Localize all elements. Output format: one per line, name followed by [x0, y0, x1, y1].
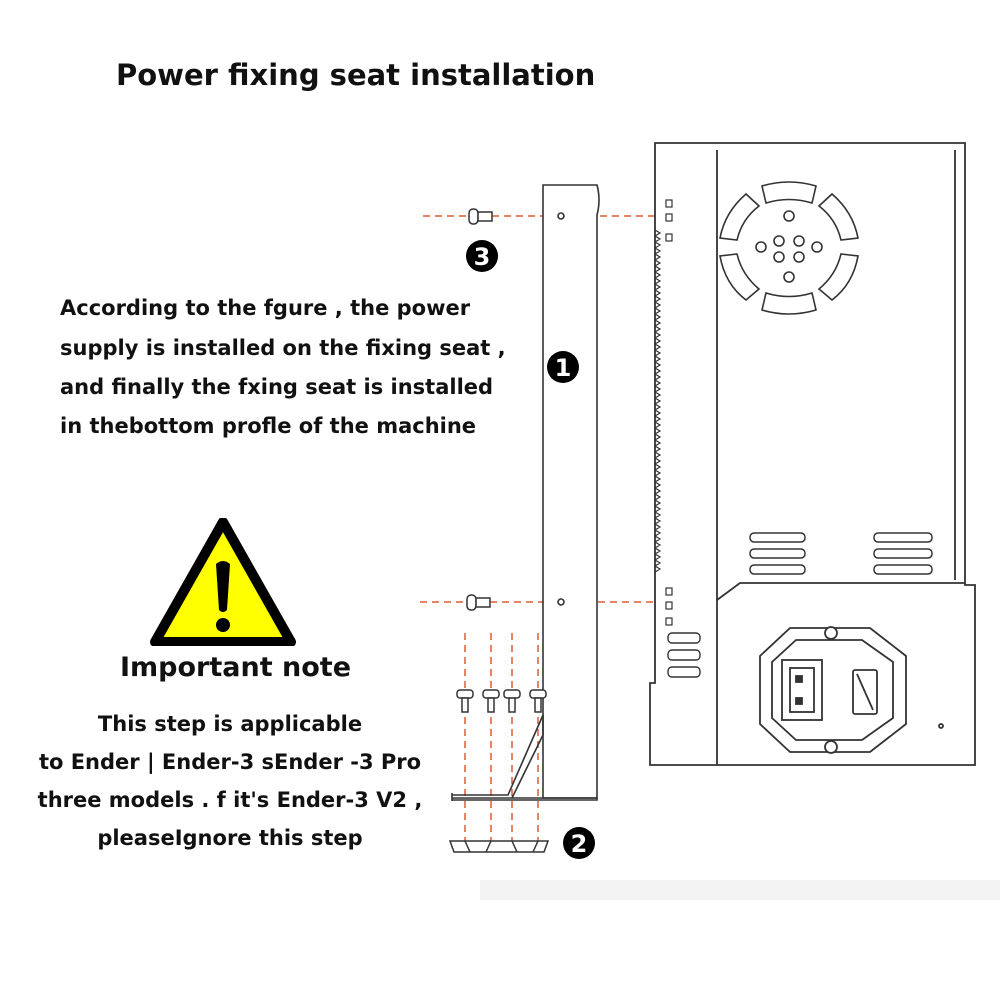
note-line-1: This step is applicable [97, 712, 363, 736]
description-line-2: supply is installed on the fixing seat , [60, 336, 506, 360]
t-nuts-icon [448, 840, 550, 853]
description-line-1: According to the fgure , the power [60, 296, 471, 320]
svg-text:3: 3 [474, 243, 491, 271]
description-line-3: and finally the fxing seat is installed [60, 375, 494, 399]
fan-grille-icon [719, 181, 859, 315]
floor-shadow [480, 880, 1000, 900]
marker-3: 3 [466, 240, 498, 272]
bottom-screws-icon [456, 689, 547, 713]
note-line-4: pleaseIgnore this step [97, 826, 363, 850]
note-line-3: three models . f it's Ender-3 V2 , [37, 788, 423, 812]
page-title: Power fixing seat installation [116, 58, 596, 92]
top-screw-icon [468, 208, 493, 225]
power-socket-icon [759, 626, 944, 754]
middle-screw-icon [466, 594, 491, 611]
svg-text:1: 1 [555, 354, 572, 382]
svg-text:2: 2 [571, 830, 588, 858]
vent-slots-icon [749, 532, 933, 575]
warning-triangle-icon [150, 518, 296, 646]
important-note-heading: Important note [120, 652, 352, 683]
description-line-4: in thebottom profle of the machine [60, 414, 477, 438]
note-line-2: to Ender | Ender-3 sEnder -3 Pro [38, 750, 422, 774]
marker-2: 2 [563, 827, 595, 859]
fixing-seat-bracket [451, 184, 600, 801]
power-supply-unit [649, 142, 976, 766]
marker-1: 1 [547, 351, 579, 383]
